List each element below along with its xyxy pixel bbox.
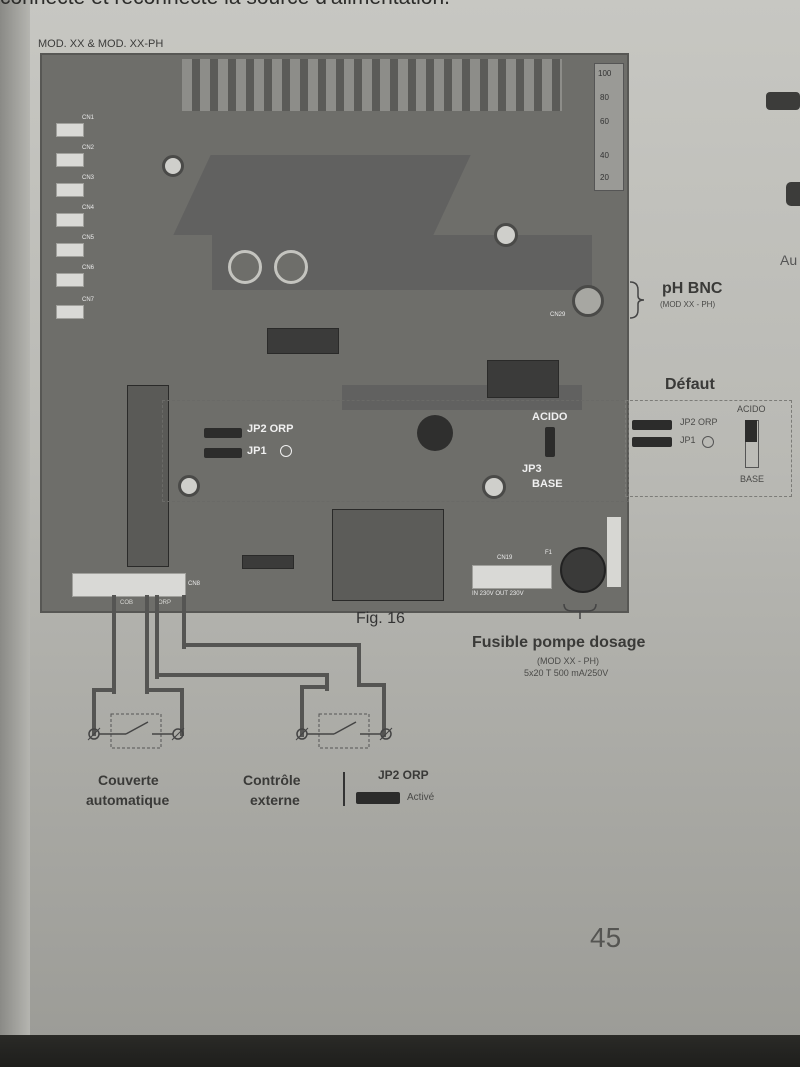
page-number: 45	[590, 922, 622, 953]
page-shadow	[0, 1035, 800, 1067]
jp3-label: JP3	[522, 463, 542, 475]
switch2-line2: externe	[250, 792, 300, 808]
brace-icon	[629, 281, 645, 319]
jp3-jumper	[545, 427, 555, 457]
jp2-label: JP2 ORP	[247, 423, 294, 435]
acido-label: ACIDO	[532, 411, 568, 423]
separator-line	[343, 772, 345, 806]
cn8-connector	[72, 573, 186, 597]
defaut-jp2-jumper	[632, 420, 672, 430]
scale-label: 60	[600, 117, 609, 126]
fuse-title: Fusible pompe dosage	[472, 634, 646, 651]
defaut-jp1-label: JP1	[680, 435, 696, 445]
connector-label: CN7	[82, 297, 95, 303]
defaut-jp3-cap	[745, 420, 757, 442]
switch1-line1: Couverte	[98, 772, 159, 788]
right-fragment-text: Au	[780, 252, 798, 268]
defaut-base-label: BASE	[740, 474, 765, 484]
cn19-label: CN19	[497, 555, 513, 561]
fuse-sub1: (MOD XX - PH)	[537, 656, 599, 666]
cn19-sub: IN 230V OUT 230V	[472, 591, 524, 597]
jp2-active-title: JP2 ORP	[378, 768, 429, 782]
ph-bnc-title: pH BNC	[662, 280, 723, 297]
cn8-label: CN8	[188, 581, 201, 587]
connector-label: CN3	[82, 175, 95, 181]
buzzer	[417, 415, 453, 451]
jp1-open-circle-icon	[280, 445, 292, 457]
scale-label: 40	[600, 151, 609, 160]
f1-label: F1	[545, 550, 553, 556]
fuse-sub2: 5x20 T 500 mA/250V	[524, 668, 609, 678]
scale-label: 80	[600, 93, 609, 102]
circuit-board: 100 80 60 40 20 CN1 CN2 CN3 CN4 CN5 CN6 …	[40, 53, 629, 613]
scale-label: 20	[600, 173, 609, 182]
switch2-line1: Contrôle	[243, 772, 301, 788]
ph-bnc-sub: (MOD XX - PH)	[660, 300, 716, 309]
switch1-line2: automatique	[86, 792, 170, 808]
board-edge-bar	[607, 517, 621, 587]
jp1-jumper	[204, 448, 242, 458]
connector-label: CN5	[82, 235, 95, 241]
figure-caption: Fig. 16	[356, 610, 405, 627]
jp2-jumper	[204, 428, 242, 438]
base-label: BASE	[532, 478, 563, 490]
defaut-inset	[625, 400, 792, 497]
right-fragment-shape	[766, 92, 800, 110]
switch-symbol-icon	[295, 713, 393, 749]
defaut-jp2-label: JP2 ORP	[680, 417, 718, 427]
fuse-holder	[560, 547, 606, 593]
cn29-label: CN29	[550, 312, 566, 318]
connector-label: CN2	[82, 145, 95, 151]
cn8-cob: COB	[120, 600, 134, 606]
scale-strip	[594, 63, 624, 191]
model-label: MOD. XX & MOD. XX-PH	[38, 38, 164, 50]
defaut-jp1-circle-icon	[702, 436, 714, 448]
jp2-active-jumper	[356, 792, 400, 804]
switch-symbol-icon	[87, 713, 185, 749]
jp1-label: JP1	[247, 445, 267, 457]
heatsink	[182, 59, 562, 111]
page-fold	[0, 0, 30, 1040]
jp2-active-state: Activé	[407, 792, 435, 803]
right-fragment-shape	[786, 182, 800, 206]
defaut-jp1-jumper	[632, 437, 672, 447]
scale-label: 100	[598, 69, 612, 78]
defaut-title: Défaut	[665, 376, 715, 393]
cn8-orp: ORP	[158, 600, 172, 606]
defaut-acido-label: ACIDO	[737, 404, 766, 414]
bracket-icon	[563, 603, 597, 619]
cn19-connector	[472, 565, 552, 589]
header-text: connecte et reconnecte la source d'alime…	[0, 0, 450, 10]
connector-label: CN6	[82, 265, 95, 271]
connector-label: CN4	[82, 205, 95, 211]
connector-label: CN1	[82, 115, 95, 121]
